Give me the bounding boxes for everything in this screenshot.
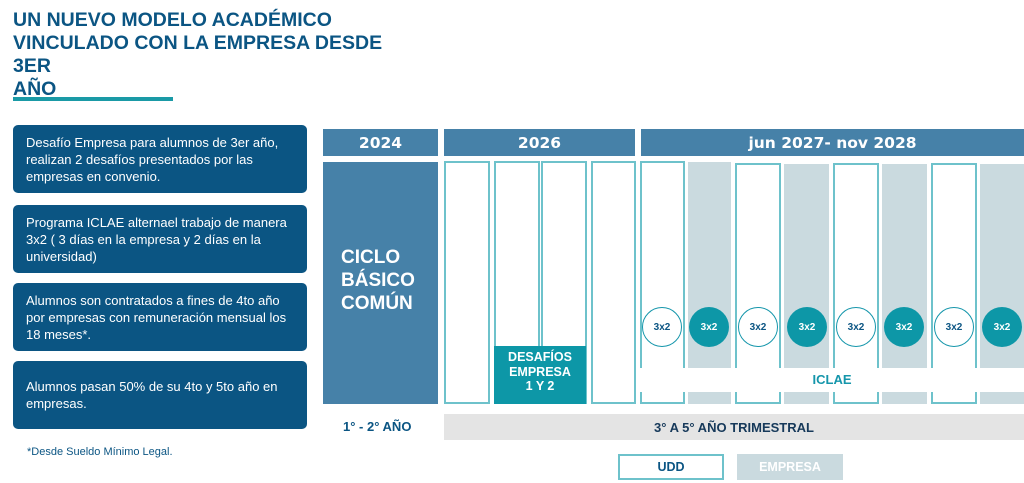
info-box-iclae: Programa ICLAE alternael trabajo de mane…	[13, 205, 307, 273]
year-label-1-2: 1° - 2° AÑO	[343, 419, 412, 434]
page-title: UN NUEVO MODELO ACADÉMICO VINCULADO CON …	[13, 9, 383, 100]
desafios-empresa-block: DESAFÍOS EMPRESA 1 Y 2	[494, 346, 586, 404]
iclae-label: ICLAE	[812, 372, 852, 387]
legend-empresa: EMPRESA	[737, 454, 843, 480]
header-2024: 2024	[323, 129, 438, 156]
udd-column	[833, 163, 879, 404]
udd-column	[444, 161, 490, 404]
empresa-column	[882, 164, 927, 404]
udd-column	[735, 163, 781, 404]
year-band-3-5: 3° A 5° AÑO TRIMESTRAL	[444, 414, 1024, 440]
empresa-3x2-circle: 3x2	[982, 307, 1022, 347]
info-box-contratados: Alumnos son contratados a fines de 4to a…	[13, 283, 307, 351]
legend-udd: UDD	[618, 454, 724, 480]
empresa-3x2-circle: 3x2	[884, 307, 924, 347]
empresa-column	[688, 162, 731, 404]
footnote: *Desde Sueldo Mínimo Legal.	[27, 446, 173, 458]
header-2026: 2026	[444, 129, 635, 156]
udd-column	[931, 163, 977, 404]
udd-3x2-circle: 3x2	[738, 307, 778, 347]
udd-3x2-circle: 3x2	[642, 307, 682, 347]
udd-3x2-circle: 3x2	[836, 307, 876, 347]
title-underline	[13, 97, 173, 101]
info-box-desafio: Desafío Empresa para alumnos de 3er año,…	[13, 125, 307, 193]
udd-column	[591, 161, 636, 404]
empresa-column	[980, 164, 1024, 404]
ciclo-basico-comun: CICLO BÁSICO COMÚN	[323, 162, 438, 404]
udd-3x2-circle: 3x2	[934, 307, 974, 347]
iclae-band	[640, 368, 1024, 392]
empresa-3x2-circle: 3x2	[787, 307, 827, 347]
empresa-3x2-circle: 3x2	[689, 307, 729, 347]
empresa-column	[784, 164, 829, 404]
header-2027-2028: jun 2027- nov 2028	[641, 129, 1024, 156]
info-box-50-percent: Alumnos pasan 50% de su 4to y 5to año en…	[13, 361, 307, 429]
udd-column	[640, 161, 685, 404]
